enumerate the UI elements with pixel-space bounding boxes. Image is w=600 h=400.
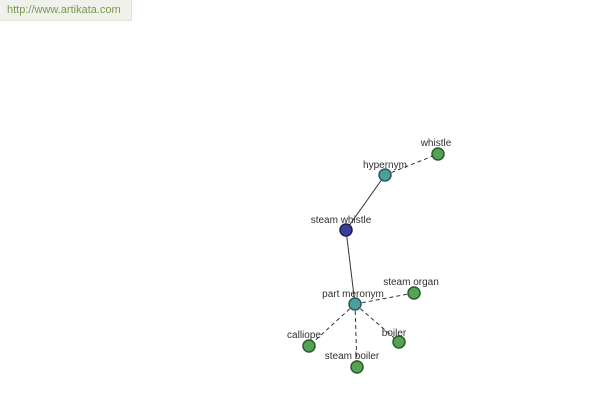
graph-node-steam-boiler[interactable] [350,360,364,374]
graph-edge-steam-whistle--part-meronym [345,229,356,305]
node-label-calliope: calliope [287,330,321,341]
graph-edge-part-meronym--steam-organ [354,292,415,305]
graph-edge-hypernym--whistle [384,153,439,176]
graph-node-boiler[interactable] [392,335,406,349]
node-label-hypernym: hypernym [363,160,407,171]
graph-node-steam-whistle[interactable] [339,223,353,237]
graph-edge-part-meronym--calliope [308,303,356,347]
graph-edge-part-meronym--steam-boiler [354,303,358,368]
graph-node-steam-organ[interactable] [407,286,421,300]
graph-node-part-meronym[interactable] [348,297,362,311]
node-label-steam-whistle: steam whistle [311,215,372,226]
graph-node-hypernym[interactable] [378,168,392,182]
node-label-steam-boiler: steam boiler [325,351,380,362]
graph-edge-steam-whistle--hypernym [345,174,386,231]
node-label-part-meronym: part meronym [322,289,384,300]
url-label: http://www.artikata.com [0,0,132,21]
node-label-whistle: whistle [420,138,452,149]
node-label-boiler: boiler [382,328,407,339]
graph-edge-part-meronym--boiler [354,303,400,343]
node-label-steam-organ: steam organ [383,277,439,288]
graph-node-calliope[interactable] [302,339,316,353]
graph-node-whistle[interactable] [431,147,445,161]
